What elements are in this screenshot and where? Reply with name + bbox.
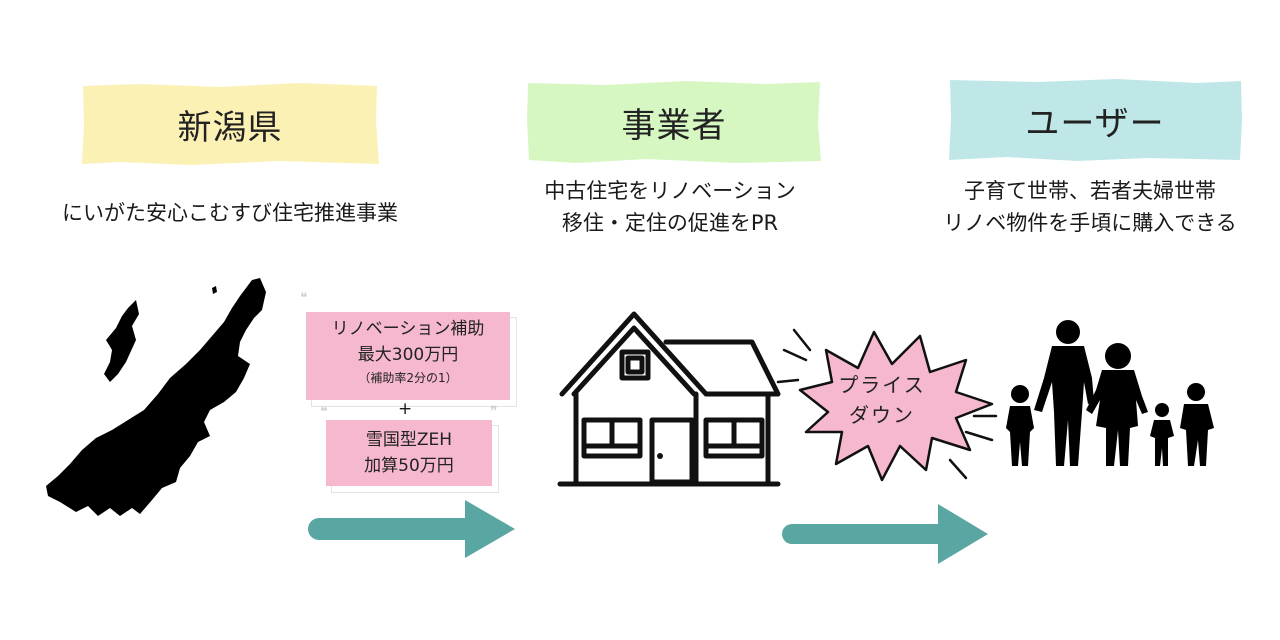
user-description: 子育て世帯、若者夫婦世帯 リノベ物件を手頃に購入できる <box>905 175 1275 239</box>
arrow-right-icon-2 <box>782 504 988 564</box>
user-description-line2: リノベ物件を手頃に購入できる <box>943 211 1237 235</box>
niigata-description-line1: にいがた安心こむすび住宅推進事業 <box>62 201 398 225</box>
subsidy-box-renovation: リノベーション補助 最大300万円 （補助率2分の1） <box>306 312 510 400</box>
plus-sign: + <box>398 399 413 419</box>
header-user: ユーザー <box>947 78 1243 162</box>
quote-mark-open: ❝ <box>300 290 308 306</box>
header-business-label: 事業者 <box>621 105 727 146</box>
subsidy-renovation-title: リノベーション補助 <box>331 319 485 339</box>
subsidy-renovation-rate: （補助率2分の1） <box>358 371 458 385</box>
burst-icon <box>776 328 998 482</box>
business-description-line2: 移住・定住の促進をPR <box>561 211 779 235</box>
house-icon <box>557 311 781 487</box>
price-down-line2: ダウン <box>849 403 915 427</box>
subsidy-renovation-amount: 最大300万円 <box>357 345 459 365</box>
subsidy-zeh-title: 雪国型ZEH <box>365 430 453 450</box>
user-description-line1: 子育て世帯、若者夫婦世帯 <box>964 179 1216 203</box>
quote-mark-close: ❞ <box>490 404 498 420</box>
business-description-line1: 中古住宅をリノベーション <box>544 179 796 203</box>
price-down-line1: プライス <box>838 373 926 397</box>
subsidy-zeh-amount: 加算50万円 <box>364 456 454 476</box>
arrow-right-icon <box>308 500 515 558</box>
header-business: 事業者 <box>526 80 822 164</box>
price-down-label: プライス ダウン <box>820 370 944 430</box>
niigata-description: にいがた安心こむすび住宅推進事業 <box>10 197 450 229</box>
subsidy-box-zeh: 雪国型ZEH 加算50万円 <box>326 420 492 486</box>
family-silhouette-icon <box>1006 320 1214 466</box>
quote-mark-mid: ❝ <box>320 404 328 420</box>
niigata-map-icon <box>46 278 266 516</box>
header-niigata: 新潟県 <box>80 82 380 166</box>
header-user-label: ユーザー <box>1025 103 1165 144</box>
business-description: 中古住宅をリノベーション 移住・定住の促進をPR <box>500 175 840 239</box>
header-niigata-label: 新潟県 <box>177 107 283 148</box>
